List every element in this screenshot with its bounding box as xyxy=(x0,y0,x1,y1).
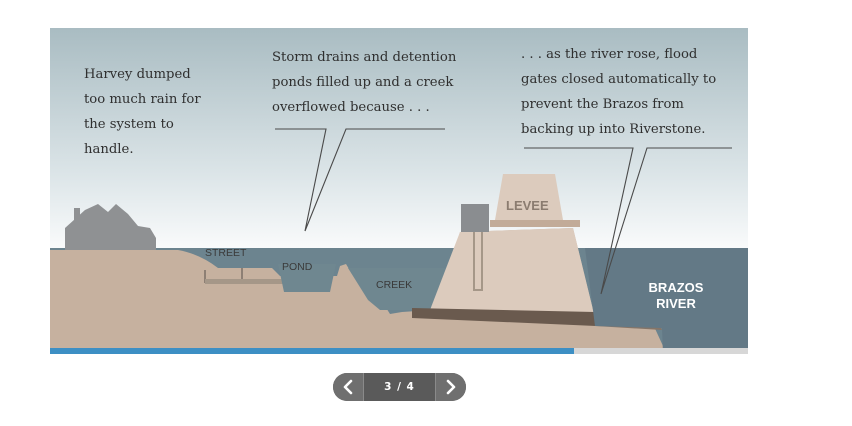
pager-divider-left xyxy=(363,373,364,401)
diagram-illustration: STREET POND CREEK LEVEE BRAZOS RIVER xyxy=(50,28,748,354)
brazos-river xyxy=(585,248,748,354)
storm-drain-pipe xyxy=(205,279,285,284)
brazos-label: BRAZOS xyxy=(649,280,704,295)
street-label: STREET xyxy=(205,247,247,259)
next-button[interactable] xyxy=(436,373,466,401)
chevron-right-icon xyxy=(446,379,456,395)
flood-diagram: STREET POND CREEK LEVEE BRAZOS RIVER Har… xyxy=(50,28,748,354)
gate-culvert xyxy=(412,308,596,326)
previous-button[interactable] xyxy=(333,373,363,401)
creek-label: CREEK xyxy=(376,279,412,291)
levee-crest xyxy=(495,174,563,220)
caption-river-rose: . . . as the river rose, flood gates clo… xyxy=(521,47,717,137)
callout-lines xyxy=(275,128,732,295)
pager-divider-right xyxy=(435,373,436,401)
house-icon xyxy=(65,204,156,250)
callout-line-storm xyxy=(275,128,445,232)
slide-pager: 3 / 4 xyxy=(333,373,466,401)
levee-mound xyxy=(430,228,595,318)
slide-counter: 3 / 4 xyxy=(384,381,415,393)
creek-basin xyxy=(348,268,448,310)
pond-basin xyxy=(278,264,336,292)
pump-house xyxy=(461,204,489,232)
caption-harvey: Harvey dumped too much rain for the syst… xyxy=(84,67,201,157)
levee-label: LEVEE xyxy=(506,198,549,213)
progress-bar xyxy=(50,348,574,354)
river-label: RIVER xyxy=(656,296,696,311)
caption-storm-drains: Storm drains and detention ponds filled … xyxy=(272,50,457,115)
pond-label: POND xyxy=(282,261,313,273)
flood-gate-pipe xyxy=(473,232,483,291)
callout-line-river xyxy=(524,147,732,295)
levee-road xyxy=(490,220,580,227)
chevron-left-icon xyxy=(343,379,353,395)
